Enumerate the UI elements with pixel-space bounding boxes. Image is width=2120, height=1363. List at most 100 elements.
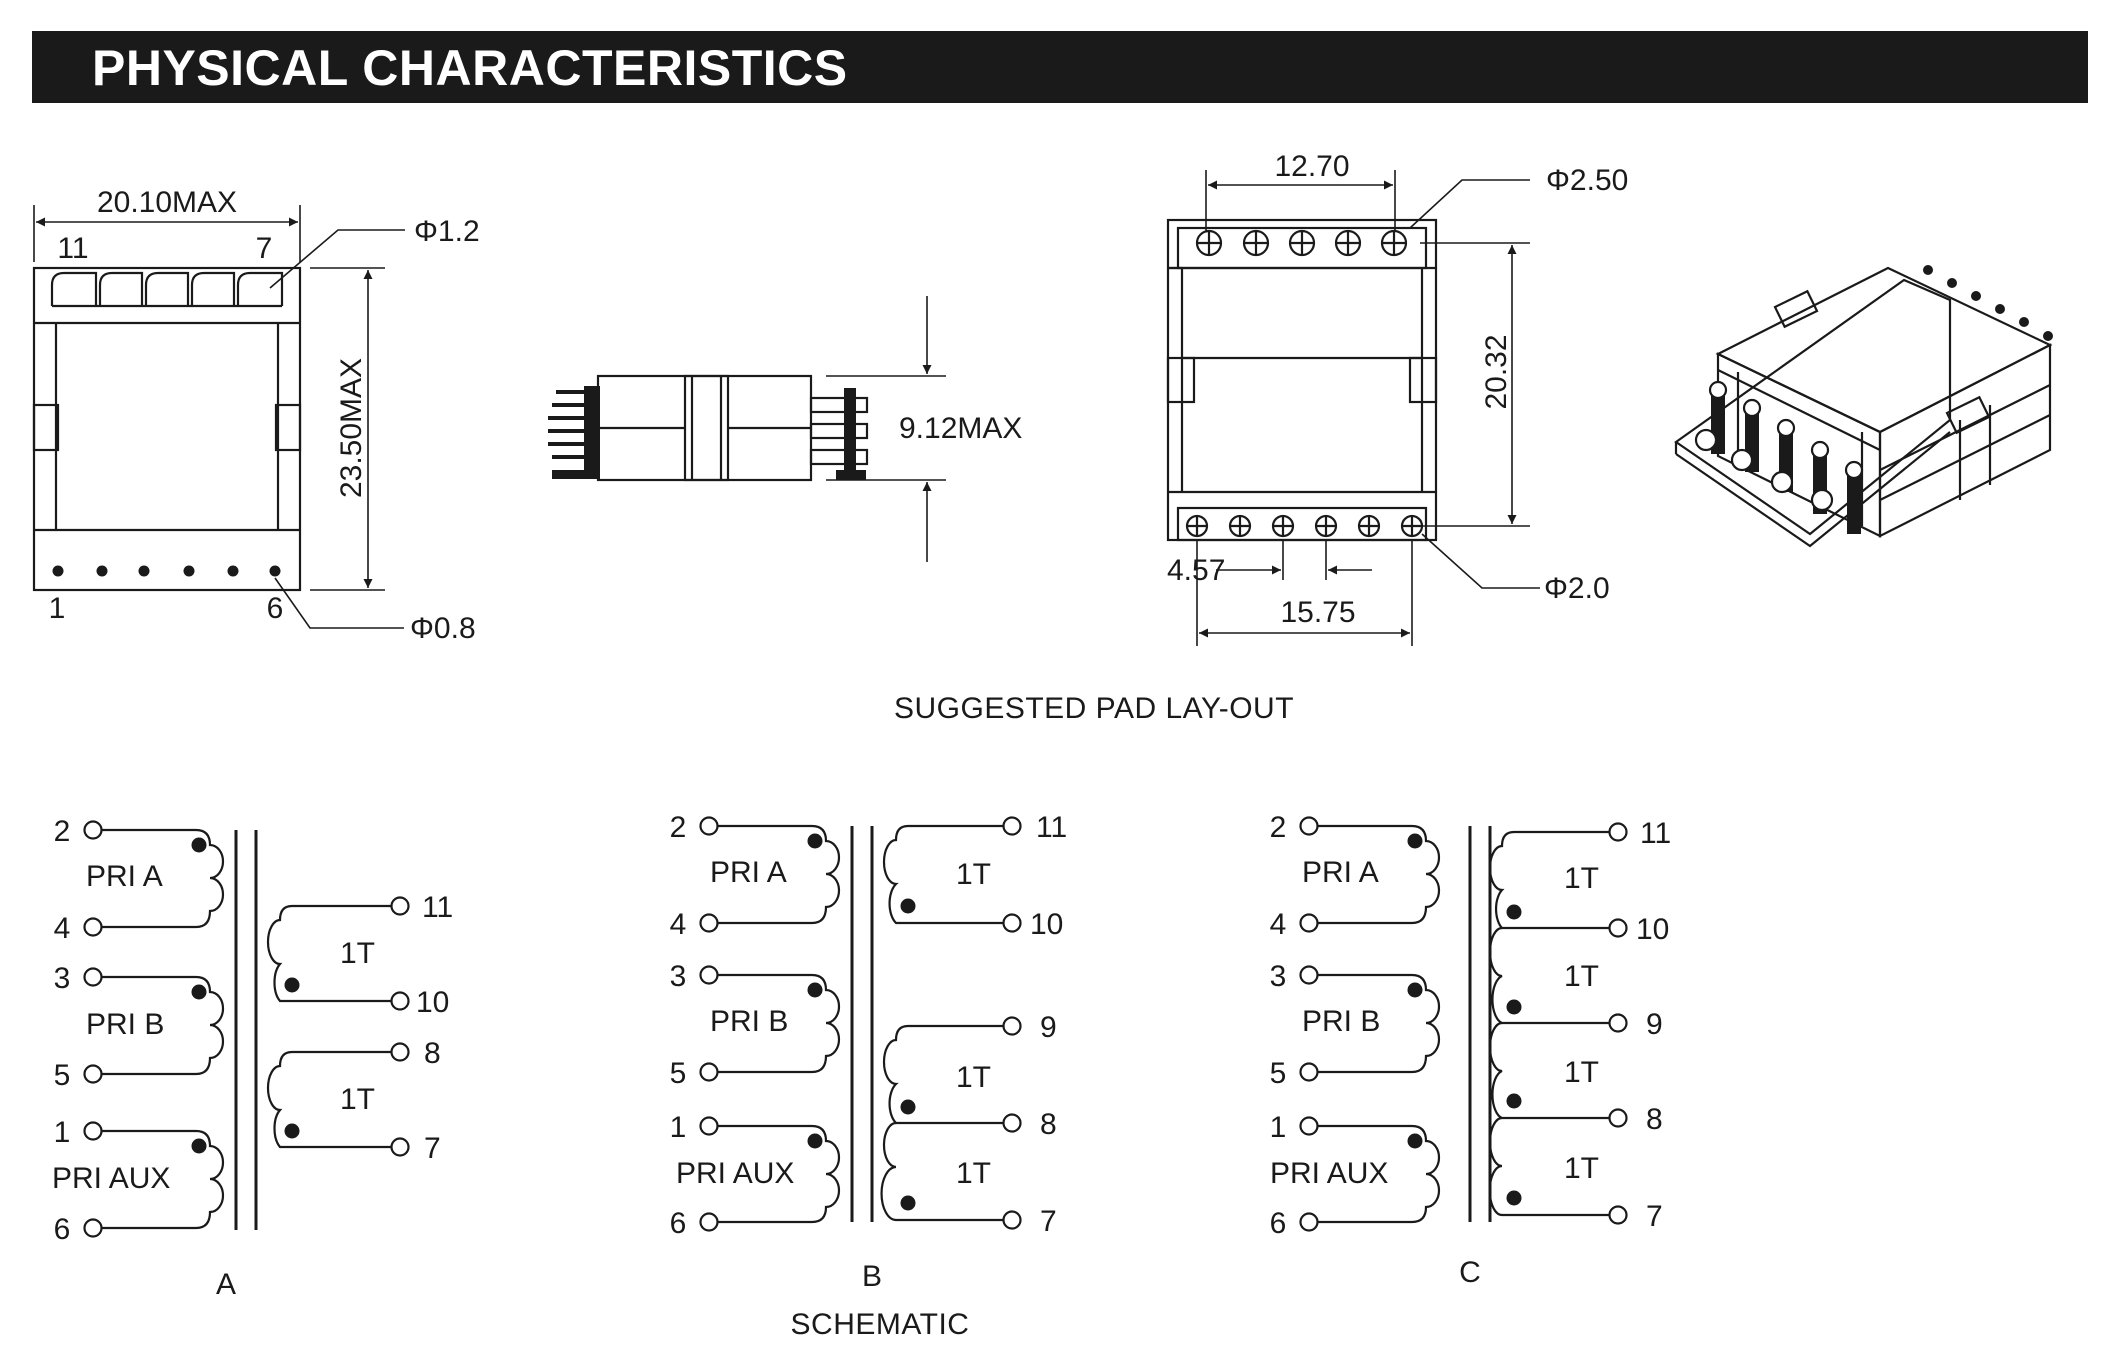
top-pin-row (50, 271, 284, 308)
svg-text:6: 6 (54, 1213, 71, 1246)
pin-label-bottom-right: 6 (267, 592, 284, 625)
schematic-b: 2 4 PRI A 3 5 PRI B 1 6 PRI AUX 11 10 1T (670, 811, 1068, 1293)
svg-text:1T: 1T (1564, 862, 1599, 895)
schematic-c-label: C (1459, 1256, 1481, 1289)
svg-text:PRI B: PRI B (86, 1008, 164, 1041)
svg-text:1: 1 (54, 1116, 71, 1149)
side-height-dim: 9.12MAX (899, 412, 1022, 445)
svg-text:2: 2 (54, 815, 71, 848)
svg-text:PRI B: PRI B (710, 1005, 788, 1038)
svg-text:10: 10 (1636, 913, 1669, 946)
schematic-b-label: B (862, 1260, 882, 1293)
winding-sec-3: 1T 8 (1564, 1056, 1663, 1136)
svg-text:PRI B: PRI B (1302, 1005, 1380, 1038)
svg-text:1: 1 (1270, 1111, 1287, 1144)
pad-row-bottom (1185, 514, 1424, 538)
pad-row-top (1195, 229, 1408, 257)
svg-text:8: 8 (1040, 1108, 1057, 1141)
winding-sec-4: 1T 7 (1564, 1152, 1663, 1233)
top-pin-diameter: Φ1.2 (414, 215, 480, 248)
svg-text:4: 4 (1270, 908, 1287, 941)
section-header: PHYSICAL CHARACTERISTICS (32, 31, 2088, 103)
pad-pitch-top-dim: 12.70 (1274, 150, 1349, 183)
winding-pri-a: 2 4 PRI A (54, 815, 225, 945)
svg-text:3: 3 (670, 960, 687, 993)
winding-pri-b: 3 5 PRI B (670, 960, 841, 1090)
svg-text:3: 3 (1270, 960, 1287, 993)
svg-text:PRI AUX: PRI AUX (1270, 1157, 1388, 1190)
svg-text:1T: 1T (1564, 960, 1599, 993)
svg-text:1T: 1T (956, 1157, 991, 1190)
svg-text:5: 5 (54, 1059, 71, 1092)
bottom-pin-diameter: Φ0.8 (410, 612, 476, 645)
svg-text:9: 9 (1646, 1008, 1663, 1041)
svg-text:9: 9 (1040, 1011, 1057, 1044)
winding-sec-1: 11 10 1T (266, 891, 453, 1019)
pin-label-bottom-left: 1 (49, 592, 66, 625)
svg-text:1: 1 (670, 1111, 687, 1144)
winding-sec-1: 11 10 1T (1564, 817, 1671, 946)
winding-pri-a: 2 4 PRI A (1270, 811, 1441, 941)
pad-layout-view: 12.70 Φ2.50 (1166, 150, 1628, 646)
bottom-pin-row (52, 565, 281, 577)
schematic-a-label: A (216, 1268, 236, 1301)
svg-text:2: 2 (670, 811, 687, 844)
winding-sec-3: 7 1T (880, 1121, 1057, 1238)
winding-pri-aux: 1 6 PRI AUX (670, 1111, 841, 1240)
pad-layout-caption: SUGGESTED PAD LAY-OUT (894, 692, 1294, 725)
svg-text:11: 11 (1036, 811, 1067, 844)
winding-sec-2: 1T 9 (1564, 960, 1663, 1041)
svg-text:1T: 1T (956, 1061, 991, 1094)
pad-pitch-small-dim: 4.57 (1167, 554, 1225, 587)
svg-text:PRI A: PRI A (710, 856, 787, 889)
schematic-caption: SCHEMATIC (791, 1308, 970, 1341)
winding-sec-1: 11 10 1T (882, 811, 1067, 941)
svg-text:10: 10 (416, 986, 449, 1019)
svg-text:6: 6 (1270, 1207, 1287, 1240)
side-view: 9.12MAX (548, 296, 1022, 562)
svg-text:PRI AUX: PRI AUX (52, 1162, 170, 1195)
winding-sec-2: 9 8 1T (882, 1011, 1057, 1141)
pad-diameter-bottom: Φ2.0 (1544, 572, 1610, 605)
svg-text:8: 8 (424, 1037, 441, 1070)
svg-text:7: 7 (1040, 1205, 1057, 1238)
top-height-dim: 23.50MAX (335, 358, 368, 498)
top-view: 20.10MAX 11 7 23.50MAX Φ1.2 (32, 186, 480, 645)
svg-text:PRI A: PRI A (1302, 856, 1379, 889)
svg-text:2: 2 (1270, 811, 1287, 844)
section-title: PHYSICAL CHARACTERISTICS (92, 40, 848, 96)
svg-text:6: 6 (670, 1207, 687, 1240)
svg-text:5: 5 (1270, 1057, 1287, 1090)
svg-text:1T: 1T (1564, 1056, 1599, 1089)
top-width-dim: 20.10MAX (97, 186, 237, 219)
winding-pri-b: 3 5 PRI B (54, 962, 225, 1092)
pad-row-spacing-dim: 20.32 (1480, 334, 1513, 409)
svg-text:PRI A: PRI A (86, 860, 163, 893)
winding-pri-aux: 1 6 PRI AUX (1270, 1111, 1441, 1240)
isometric-view (1674, 265, 2053, 548)
winding-sec-2: 8 7 1T (266, 1037, 441, 1165)
svg-text:1T: 1T (340, 937, 375, 970)
winding-pri-aux: 1 6 PRI AUX (52, 1116, 225, 1246)
winding-pri-a: 2 4 PRI A (670, 811, 841, 941)
winding-pri-b: 3 5 PRI B (1270, 960, 1441, 1090)
svg-text:1T: 1T (1564, 1152, 1599, 1185)
svg-text:4: 4 (54, 912, 71, 945)
svg-text:11: 11 (1640, 817, 1671, 850)
schematic-a: 2 4 PRI A 3 5 PRI B 1 6 PRI AUX 11 10 (52, 815, 453, 1301)
pin-label-top-left: 11 (57, 232, 88, 265)
svg-text:1T: 1T (340, 1083, 375, 1116)
pin-label-top-right: 7 (256, 232, 273, 265)
svg-text:PRI AUX: PRI AUX (676, 1157, 794, 1190)
svg-text:7: 7 (424, 1132, 441, 1165)
svg-text:7: 7 (1646, 1200, 1663, 1233)
svg-text:4: 4 (670, 908, 687, 941)
svg-text:8: 8 (1646, 1103, 1663, 1136)
svg-text:1T: 1T (956, 858, 991, 891)
svg-text:10: 10 (1030, 908, 1063, 941)
svg-text:3: 3 (54, 962, 71, 995)
svg-text:11: 11 (422, 891, 453, 924)
svg-text:5: 5 (670, 1057, 687, 1090)
pad-pitch-bottom-dim: 15.75 (1280, 596, 1355, 629)
